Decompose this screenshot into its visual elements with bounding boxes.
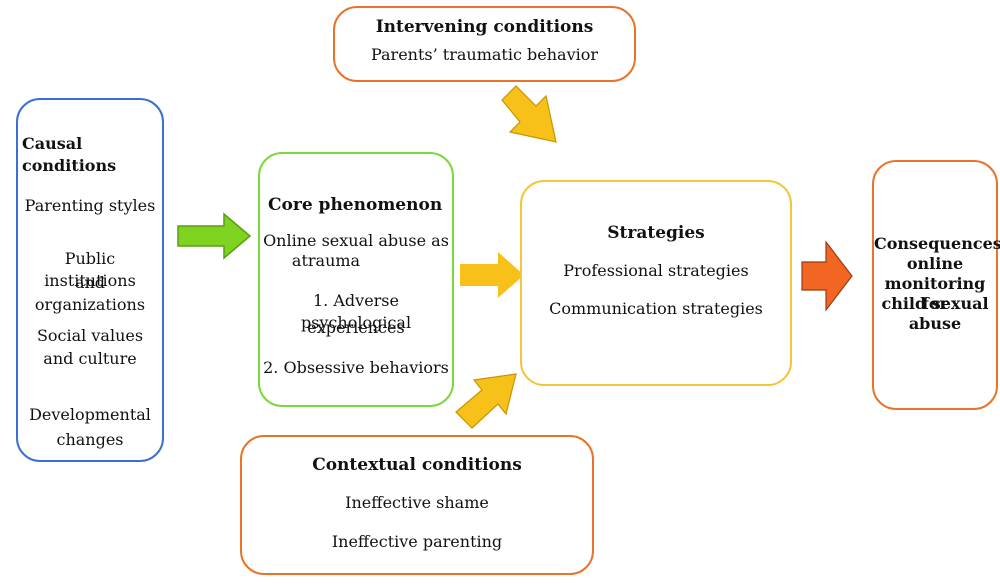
intervening-item-parents-behavior: Parents’ traumatic behavior: [370, 45, 599, 64]
causal-item-and-culture: and culture: [43, 349, 137, 368]
strategies-item-professional: Professional strategies: [563, 261, 749, 280]
strategies-title: Strategies: [607, 223, 705, 243]
core-line-adverse-psychological: 1. Adverse psychological: [300, 291, 412, 332]
contextual-conditions-box: Contextual conditions Ineffective shame …: [240, 435, 594, 575]
contextual-item-ineffective-shame: Ineffective shame: [345, 493, 489, 512]
consequences-line-3: monitoring for: [884, 274, 986, 313]
causal-item-and-organizations: and organizations: [34, 273, 146, 314]
core-to-strategies-arrow: [460, 252, 524, 298]
core-line-obsessive-behaviors: 2. Obsessive behaviors: [263, 358, 449, 377]
strategies-item-communication: Communication strategies: [549, 299, 763, 318]
consequences-line-4: child sexual: [881, 294, 989, 313]
consequences-line-2: online: [906, 254, 964, 273]
causal-item-parenting-styles: Parenting styles: [24, 196, 156, 215]
core-line-online-abuse: Online sexual abuse as: [263, 231, 449, 250]
causal-item-changes: changes: [56, 430, 124, 449]
intervening-conditions-title: Intervening conditions: [375, 17, 594, 37]
contextual-conditions-title: Contextual conditions: [312, 455, 522, 475]
contextual-item-ineffective-parenting: Ineffective parenting: [331, 532, 503, 551]
consequences-box: Consequences online monitoring for child…: [872, 160, 1000, 410]
causal-item-developmental: Developmental: [29, 405, 151, 424]
core-phenomenon-box: Core phenomenon Online sexual abuse as a…: [258, 152, 454, 407]
consequences-line-5: abuse: [908, 314, 962, 333]
intervening-to-strategies-arrow: [501, 85, 557, 143]
consequences-line-1: Consequences: [874, 234, 1000, 253]
intervening-conditions-box: Intervening conditions Parents’ traumati…: [333, 6, 636, 82]
causal-item-social-values: Social values: [36, 326, 144, 345]
causal-conditions-title: Causal conditions: [22, 134, 117, 175]
causal-item-public-institutions: Public institutions: [44, 249, 136, 290]
core-phenomenon-title: Core phenomenon: [268, 195, 443, 215]
strategies-to-consequences-arrow: [801, 240, 853, 312]
strategies-box: Strategies Professional strategies Commu…: [520, 180, 792, 386]
causal-conditions-box: Causal conditions Parenting styles Publi…: [16, 98, 164, 462]
causal-to-core-arrow: [177, 212, 252, 260]
core-line-atrauma: atrauma: [291, 251, 361, 270]
core-line-experiences: experiences: [307, 318, 405, 337]
contextual-to-strategies-arrow: [455, 373, 517, 429]
